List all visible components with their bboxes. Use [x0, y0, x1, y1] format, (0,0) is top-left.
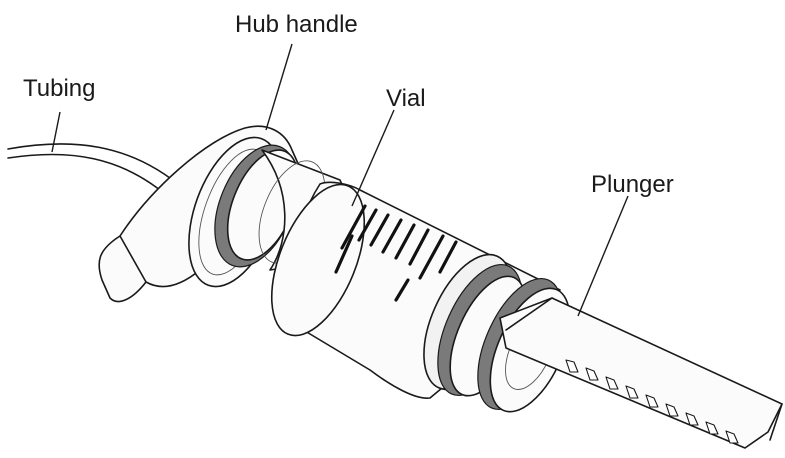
label-tubing: Tubing	[23, 75, 96, 102]
hub-handle-leader	[265, 43, 293, 131]
vial-leader	[351, 109, 395, 207]
plunger-leader	[577, 195, 629, 317]
label-hub-handle: Hub handle	[235, 11, 358, 38]
tubing-leader	[51, 111, 61, 153]
label-vial: Vial	[386, 85, 426, 112]
graduation-marks	[334, 204, 458, 302]
plunger-teeth	[565, 359, 739, 444]
tubing	[7, 143, 186, 201]
label-plunger: Plunger	[591, 171, 674, 198]
plunger-rod	[499, 297, 783, 449]
